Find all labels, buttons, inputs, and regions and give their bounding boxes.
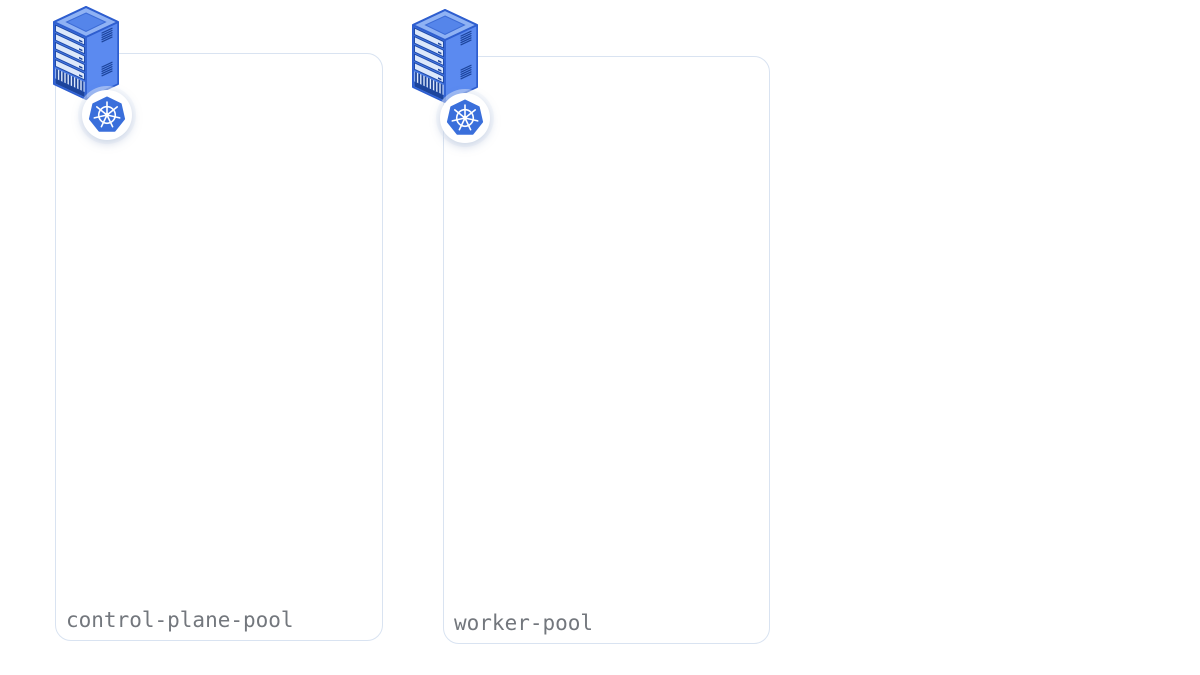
k8s-node-worker[interactable] xyxy=(411,9,531,144)
pool-label: worker-pool xyxy=(454,610,594,635)
kubernetes-logo-icon xyxy=(440,93,490,143)
pool-card-worker[interactable]: worker-pool xyxy=(412,9,770,644)
pool-label: control-plane-pool xyxy=(66,607,294,632)
kubernetes-badge xyxy=(82,90,132,140)
k8s-node-control-plane[interactable] xyxy=(52,6,172,141)
kubernetes-badge xyxy=(440,93,490,143)
server-tower-icon xyxy=(412,9,478,103)
kubernetes-logo-icon xyxy=(82,90,132,140)
pool-card-control-plane[interactable]: control-plane-pool xyxy=(53,6,383,641)
server-tower-icon xyxy=(53,6,119,100)
